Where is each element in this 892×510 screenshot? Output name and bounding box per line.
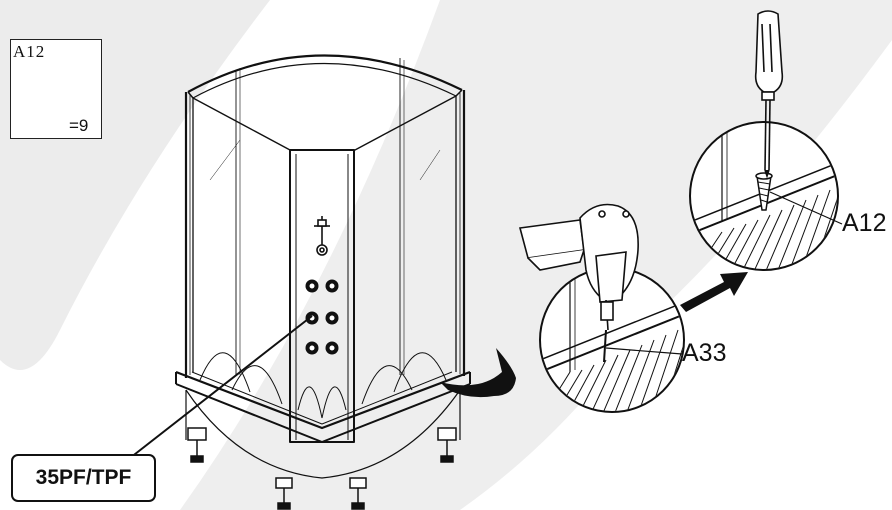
a33-callout-label: A33 — [682, 339, 727, 367]
tray-feet — [187, 427, 457, 510]
a12-leader-line — [769, 191, 843, 225]
model-leader-line — [129, 315, 313, 459]
a12-callout-label: A12 — [842, 209, 887, 237]
parts-box: A12 =9 — [10, 39, 102, 139]
screw-detail-circle — [689, 121, 839, 271]
shower-tray — [175, 352, 471, 479]
direction-arrow-icon — [680, 272, 748, 312]
part-code-label: A12 — [13, 42, 46, 61]
body-jet-nozzles — [305, 279, 339, 355]
screwdriver-icon — [754, 10, 784, 179]
a33-leader-line — [605, 347, 683, 355]
curved-arrow-icon — [440, 348, 516, 398]
shower-mixer-icon — [314, 216, 330, 256]
part-quantity-label: =9 — [69, 116, 89, 135]
model-badge-text: 35PF/TPF — [35, 466, 132, 489]
power-drill-icon — [518, 203, 639, 331]
model-badge: 35PF/TPF — [11, 454, 156, 502]
